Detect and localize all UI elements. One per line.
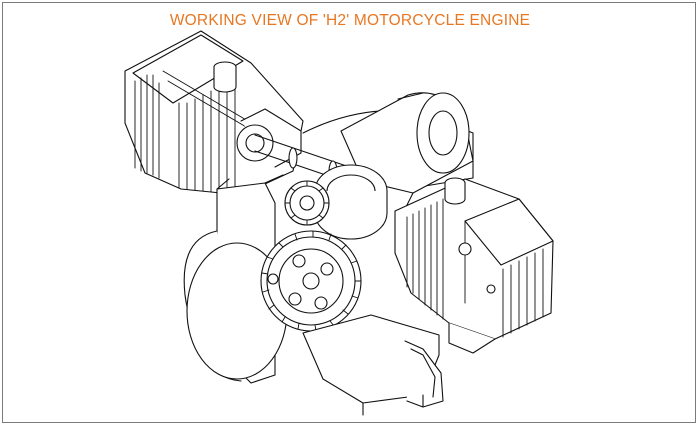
pinion-gear [285, 181, 329, 225]
engine-drawing [3, 3, 697, 424]
right-cylinder-block [395, 178, 553, 353]
left-cylinder-block [125, 31, 303, 195]
main-gear [261, 231, 361, 331]
crankcase-base [303, 315, 443, 415]
drawing-frame: WORKING VIEW OF 'H2' MOTORCYCLE ENGINE [2, 2, 696, 423]
